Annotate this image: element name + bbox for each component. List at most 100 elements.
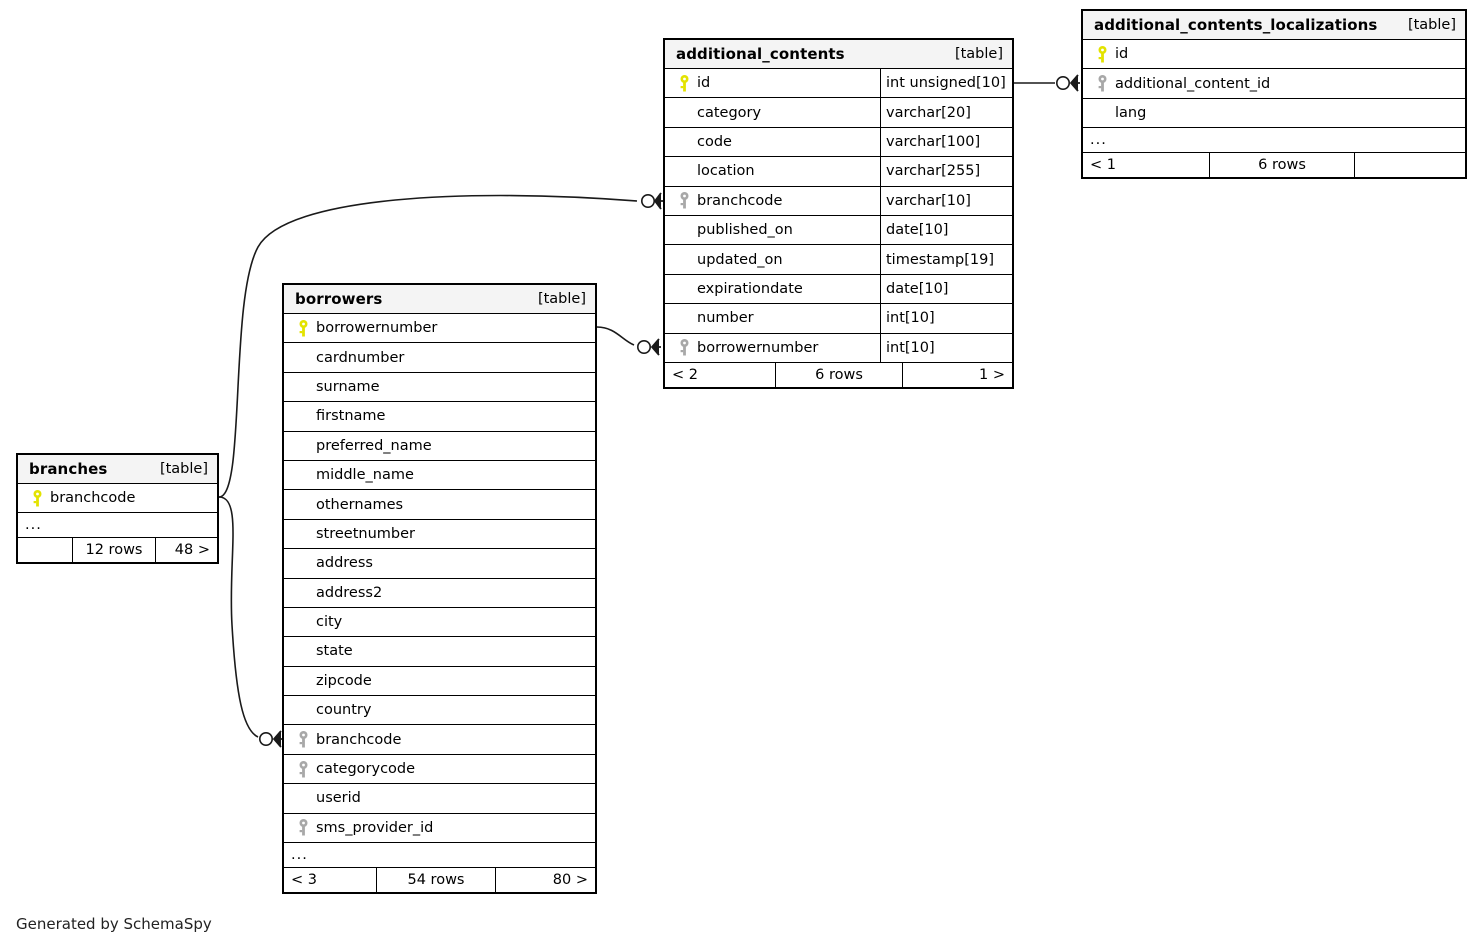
- column-name: id: [697, 75, 711, 92]
- table-row[interactable]: address2: [284, 579, 595, 608]
- footer-next-count[interactable]: 80 >: [552, 872, 588, 889]
- column-type: date[10]: [880, 215, 1012, 245]
- footer-next-count[interactable]: [1355, 153, 1465, 177]
- column-name: sms_provider_id: [316, 819, 434, 836]
- column-name: country: [316, 702, 372, 719]
- column-list: branchcode ...: [18, 484, 217, 539]
- table-row[interactable]: borrowernumber: [284, 314, 595, 344]
- column-type: varchar[255]: [880, 157, 1012, 186]
- table-row[interactable]: firstname: [284, 402, 595, 432]
- table-row[interactable]: streetnumber: [284, 520, 595, 550]
- column-name: categorycode: [316, 761, 416, 778]
- table-row[interactable]: zipcode: [284, 667, 595, 697]
- table-title: borrowers: [295, 290, 383, 308]
- table-branches[interactable]: branches [table] branchcode: [16, 453, 219, 565]
- table-footer-branches: 12 rows 48 >: [18, 538, 217, 563]
- table-header-additional-contents: additional_contents [table]: [665, 40, 1012, 69]
- column-name: category: [697, 104, 762, 121]
- column-name: branchcode: [50, 490, 136, 507]
- table-row[interactable]: sms_provider_id: [284, 814, 595, 844]
- foreign-key-icon: [1091, 75, 1113, 92]
- footer-row-count: 6 rows: [1209, 153, 1355, 178]
- column-name: address2: [316, 584, 383, 601]
- table-row[interactable]: userid: [284, 784, 595, 814]
- table-title: additional_contents_localizations: [1094, 16, 1378, 34]
- foreign-key-icon: [673, 192, 695, 209]
- table-header-localizations: additional_contents_localizations [table…: [1083, 11, 1465, 40]
- table-row[interactable]: cardnumber: [284, 343, 595, 373]
- column-name: address: [316, 555, 373, 572]
- table-row[interactable]: id: [1083, 40, 1465, 70]
- table-row[interactable]: surname: [284, 373, 595, 403]
- column-name: borrowernumber: [316, 320, 438, 337]
- table-row[interactable]: preferred_name: [284, 432, 595, 461]
- relationship-additional-contents-to-localizations: [1014, 74, 1080, 92]
- footer-next-count[interactable]: 48 >: [174, 542, 210, 559]
- column-name: cardnumber: [316, 349, 405, 366]
- table-kind-label: [table]: [954, 46, 1003, 62]
- column-name: additional_content_id: [1115, 75, 1271, 92]
- column-name: lang: [1115, 104, 1147, 121]
- table-row[interactable]: state: [284, 637, 595, 667]
- table-row[interactable]: lang: [1083, 99, 1465, 129]
- column-name: othernames: [316, 496, 404, 513]
- table-row[interactable]: city: [284, 608, 595, 638]
- column-name: updated_on: [697, 251, 783, 268]
- footer-row-count: 12 rows: [72, 538, 156, 563]
- footer-prev-count[interactable]: < 2: [672, 366, 698, 383]
- table-row[interactable]: additional_content_id: [1083, 69, 1465, 99]
- table-row[interactable]: updated_on timestamp[19]: [665, 245, 1012, 275]
- column-type: varchar[20]: [880, 98, 1012, 127]
- column-name: expirationdate: [697, 280, 803, 297]
- column-name: userid: [316, 790, 361, 807]
- table-row[interactable]: published_on date[10]: [665, 215, 1012, 246]
- primary-key-icon: [292, 319, 314, 337]
- column-name: branchcode: [316, 731, 402, 748]
- footer-row-count: 54 rows: [376, 868, 496, 893]
- table-row[interactable]: branchcode: [18, 484, 217, 514]
- table-row[interactable]: othernames: [284, 490, 595, 520]
- foreign-key-icon: [673, 339, 695, 356]
- footer-next-count[interactable]: 1 >: [979, 366, 1005, 383]
- truncation-ellipsis: ...: [1083, 128, 1465, 154]
- table-row[interactable]: categorycode: [284, 755, 595, 785]
- relationship-branches-to-borrowers: [218, 496, 283, 748]
- footer-prev-count[interactable]: < 1: [1090, 157, 1116, 174]
- table-row[interactable]: branchcode: [284, 725, 595, 755]
- column-name: streetnumber: [316, 525, 416, 542]
- table-additional-contents-localizations[interactable]: additional_contents_localizations [table…: [1081, 9, 1467, 180]
- table-title: additional_contents: [676, 45, 845, 63]
- table-row[interactable]: country: [284, 696, 595, 726]
- table-row[interactable]: address: [284, 549, 595, 579]
- table-header-branches: branches [table]: [18, 455, 217, 484]
- column-name: state: [316, 643, 353, 660]
- column-list: borrowernumber cardnumber surname firstname…: [284, 314, 595, 844]
- column-name: zipcode: [316, 672, 372, 689]
- column-type: timestamp[19]: [880, 245, 1012, 274]
- column-name: published_on: [697, 222, 793, 239]
- column-type: int[10]: [880, 304, 1012, 333]
- relationship-borrowers-to-additional-contents: [596, 326, 661, 356]
- schemaspy-credit: Generated by SchemaSpy: [16, 915, 212, 933]
- column-name: middle_name: [316, 467, 414, 484]
- truncation-ellipsis: ...: [284, 843, 595, 869]
- foreign-key-icon: [292, 731, 314, 748]
- footer-prev-count[interactable]: < 3: [291, 872, 317, 889]
- truncation-ellipsis: ...: [18, 513, 217, 539]
- table-row[interactable]: middle_name: [284, 461, 595, 491]
- column-name: firstname: [316, 408, 386, 425]
- table-row[interactable]: category varchar[20]: [665, 98, 1012, 128]
- column-type: varchar[10]: [880, 186, 1012, 215]
- footer-prev-count[interactable]: [18, 538, 72, 562]
